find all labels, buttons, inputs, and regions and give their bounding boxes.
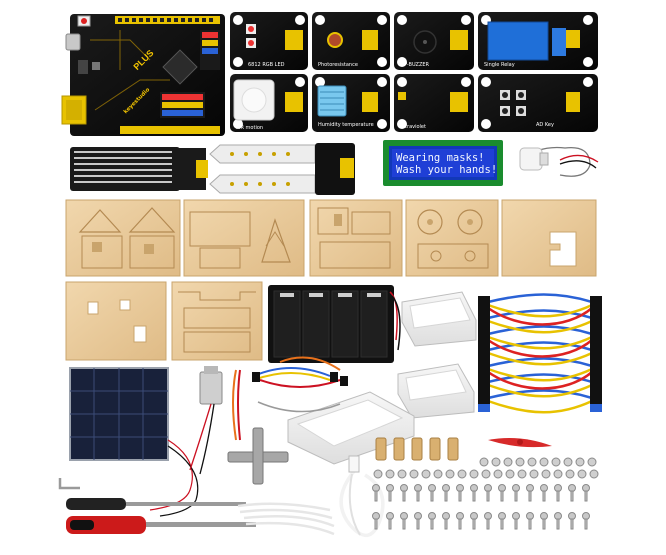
soil-moisture-sensor xyxy=(209,143,355,195)
module-humidity-label: Humidity temperature xyxy=(318,122,374,128)
hex-nuts xyxy=(373,457,599,479)
screwdriver-large xyxy=(66,516,256,534)
module-uv: Ultraviolet xyxy=(394,74,474,132)
hex-key xyxy=(58,478,80,490)
solar-panel xyxy=(69,367,199,517)
module-pir: PIR motion xyxy=(230,74,308,132)
main-controller-board: PLUS keyestudio xyxy=(61,14,225,136)
module-humidity: Humidity temperature xyxy=(312,74,390,132)
small-dc-motor xyxy=(189,366,223,475)
water-level-sensor xyxy=(70,147,208,191)
module-buzzer-label: P-BUZZER xyxy=(404,62,430,68)
usb-cable xyxy=(339,455,385,537)
module-buzzer: P-BUZZER xyxy=(394,12,474,70)
propeller xyxy=(488,438,552,448)
lcd-line-2: Wash your hands! xyxy=(396,164,497,176)
clear-container-top xyxy=(401,291,477,347)
module-relay-label: Single Relay xyxy=(484,62,515,68)
screws xyxy=(372,484,590,530)
cable-ties xyxy=(237,502,335,536)
cross-wrench xyxy=(227,427,289,485)
lcd-display: Wearing masks! Wash your hands! xyxy=(383,140,503,186)
motor-module xyxy=(519,146,599,177)
dupont-cables xyxy=(232,356,348,441)
brass-standoffs xyxy=(375,437,459,461)
jumper-wires xyxy=(478,293,602,414)
lcd-line-1: Wearing masks! xyxy=(396,152,485,164)
module-rgb-label: 6812 RGB LED xyxy=(248,62,285,68)
module-ad-key: AD Key xyxy=(478,74,598,132)
plywood-panels xyxy=(65,199,597,361)
battery-holder xyxy=(268,285,401,363)
module-pir-label: PIR motion xyxy=(236,125,263,131)
module-photo-label: Photoresistance xyxy=(318,62,358,68)
module-photoresistor: Photoresistance xyxy=(312,12,390,70)
screwdriver-small xyxy=(66,498,246,510)
module-rgb-led: 6812 RGB LED xyxy=(230,12,308,70)
module-uv-label: Ultraviolet xyxy=(400,124,426,130)
module-relay: Single Relay xyxy=(478,12,598,70)
clear-container-bottom xyxy=(397,363,475,419)
module-key-label: AD Key xyxy=(536,122,554,128)
